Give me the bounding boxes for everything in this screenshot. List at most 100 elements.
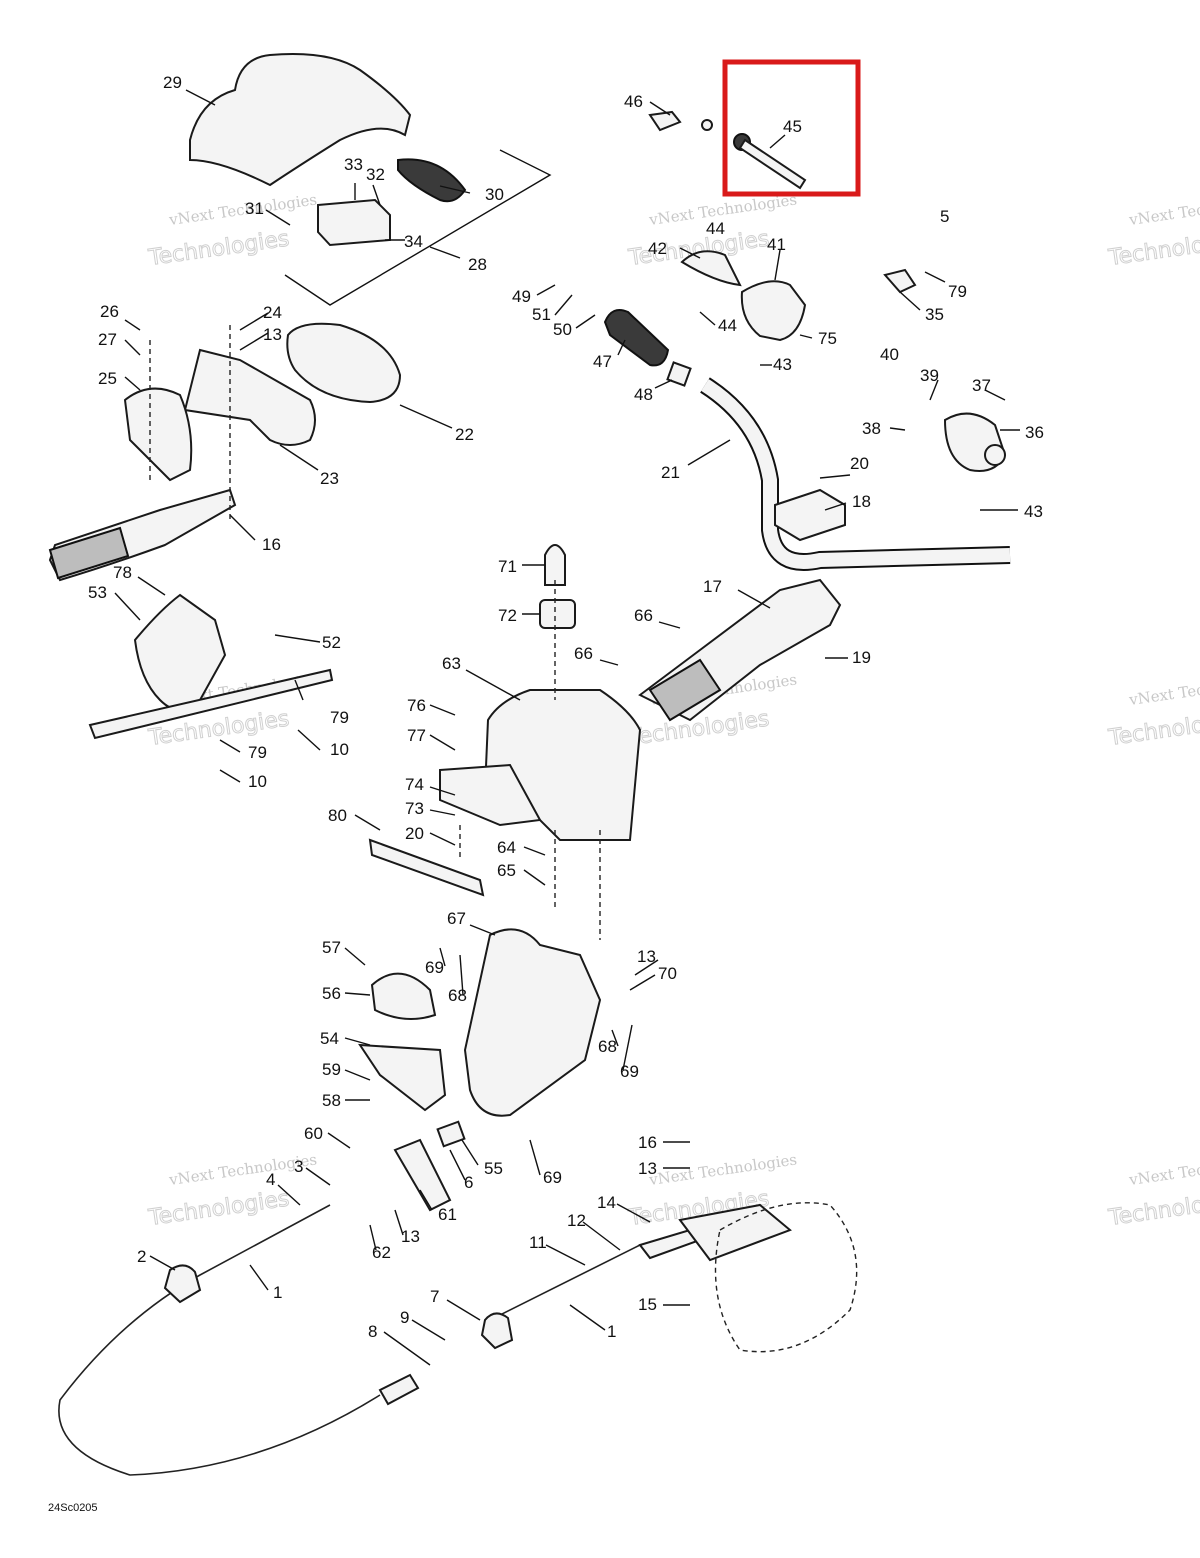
callout-label: 44: [718, 316, 737, 335]
right-switch-knob: [984, 444, 1006, 466]
callout-label: 16: [262, 535, 281, 554]
callout-label: 10: [330, 740, 349, 759]
callout-label: 18: [852, 492, 871, 511]
clip-part: [648, 110, 682, 132]
callout-label: 11: [529, 1233, 547, 1252]
steering-cable-part: [489, 1244, 641, 1321]
callout-label: 13: [401, 1227, 420, 1246]
callout-label: 76: [407, 696, 426, 715]
watermark-text: vNext Technologies: [167, 190, 318, 229]
callout-label: 46: [624, 92, 643, 111]
callout-label: 70: [658, 964, 677, 983]
callout-label: 56: [322, 984, 341, 1003]
reverse-bracket-part: [463, 928, 602, 1117]
callout-label: 39: [920, 366, 939, 385]
callout-label: 58: [322, 1091, 341, 1110]
callout-label: 26: [100, 302, 119, 321]
callout-label: 20: [405, 824, 424, 843]
part-drawings: [48, 53, 1011, 1476]
callout-label: 69: [620, 1062, 639, 1081]
callout-label: 55: [484, 1159, 503, 1178]
callout-label: 1: [607, 1322, 616, 1341]
watermark-text: Technologies: [1106, 1187, 1200, 1232]
shift-bracket-upper-part: [370, 972, 437, 1020]
callout-label: 15: [638, 1295, 657, 1314]
callout-label: 68: [448, 986, 467, 1005]
callout-label: 27: [98, 330, 117, 349]
left-housing-part: [123, 387, 193, 482]
callout-label: 44: [706, 219, 725, 238]
callout-label: 21: [661, 463, 680, 482]
throttle-lever-part: [88, 668, 334, 740]
callout-label: 13: [638, 1159, 657, 1178]
callout-label: 24: [263, 303, 282, 322]
bumper-top-part: [544, 544, 566, 586]
callout-label: 59: [322, 1060, 341, 1079]
callout-label: 62: [372, 1243, 391, 1262]
shift-lever-part: [393, 1138, 452, 1212]
callout-label: 31: [245, 199, 264, 218]
callout-label: 1: [273, 1283, 282, 1302]
switch-housing-part: [740, 280, 807, 342]
callout-label: 6: [464, 1173, 473, 1192]
callout-label: 36: [1025, 423, 1044, 442]
mount-bracket-part: [883, 268, 917, 294]
callout-label: 75: [818, 329, 837, 348]
top-pad-part: [189, 53, 412, 187]
steering-column-spline: [648, 658, 722, 722]
callout-label: 5: [940, 207, 949, 226]
pivot-part: [436, 1120, 466, 1148]
watermark-text: Technologies: [146, 1187, 290, 1232]
callout-label: 51: [532, 305, 551, 324]
callout-label: 63: [442, 654, 461, 673]
callout-label: 17: [703, 577, 722, 596]
callout-label: 43: [773, 355, 792, 374]
callout-label: 69: [543, 1168, 562, 1187]
callout-label: 57: [322, 938, 341, 957]
callout-label: 72: [498, 606, 517, 625]
handlebar-part: [700, 377, 1011, 571]
callout-label: 13: [637, 947, 656, 966]
cover-plate-part: [397, 158, 467, 203]
jet-nozzle-outline: [714, 1202, 858, 1353]
handlebar-part-inner: [701, 379, 1011, 569]
bumper-spacer-part: [539, 599, 576, 629]
callout-label: 74: [405, 775, 424, 794]
callout-label: 42: [648, 239, 667, 258]
callout-label: 29: [163, 73, 182, 92]
pad-bracket-part: [317, 198, 391, 247]
callout-label: 7: [430, 1287, 439, 1306]
callout-label: 54: [320, 1029, 339, 1048]
callout-label: 64: [497, 838, 516, 857]
callout-label: 13: [263, 325, 282, 344]
callout-label: 52: [322, 633, 341, 652]
callout-label: 38: [862, 419, 881, 438]
callout-label: 14: [597, 1193, 616, 1212]
callout-label: 35: [925, 305, 944, 324]
callout-label: 67: [447, 909, 466, 928]
callout-label: 68: [598, 1037, 617, 1056]
callout-label: 69: [425, 958, 444, 977]
callout-label: 53: [88, 583, 107, 602]
shift-bracket-lower-part: [358, 1043, 447, 1112]
watermark-text: vNext Technologies: [1127, 190, 1200, 229]
callout-label: 80: [328, 806, 347, 825]
callout-label: 79: [248, 743, 267, 762]
steering-pad-part: [286, 322, 402, 404]
callout-label: 34: [404, 232, 423, 251]
handlebar-clamp-part: [774, 488, 846, 542]
callout-label: 79: [948, 282, 967, 301]
small-screw-part: [701, 119, 713, 131]
drawing-code: 24Sc0205: [48, 1502, 98, 1514]
callout-label: 9: [400, 1308, 409, 1327]
callout-label: 47: [593, 352, 612, 371]
watermark-text: Technologies: [146, 227, 290, 272]
watermark-text: Technologies: [1106, 707, 1200, 752]
callout-labels: 1 1 2 3 4 5 6 7 8 9 10 10 11 12 13 13 13…: [88, 73, 1044, 1341]
callout-label: 8: [368, 1322, 377, 1341]
callout-label: 32: [366, 165, 385, 184]
watermark-text: Technologies: [1106, 227, 1200, 272]
callout-label: 43: [1024, 502, 1043, 521]
callout-label: 41: [767, 235, 786, 254]
